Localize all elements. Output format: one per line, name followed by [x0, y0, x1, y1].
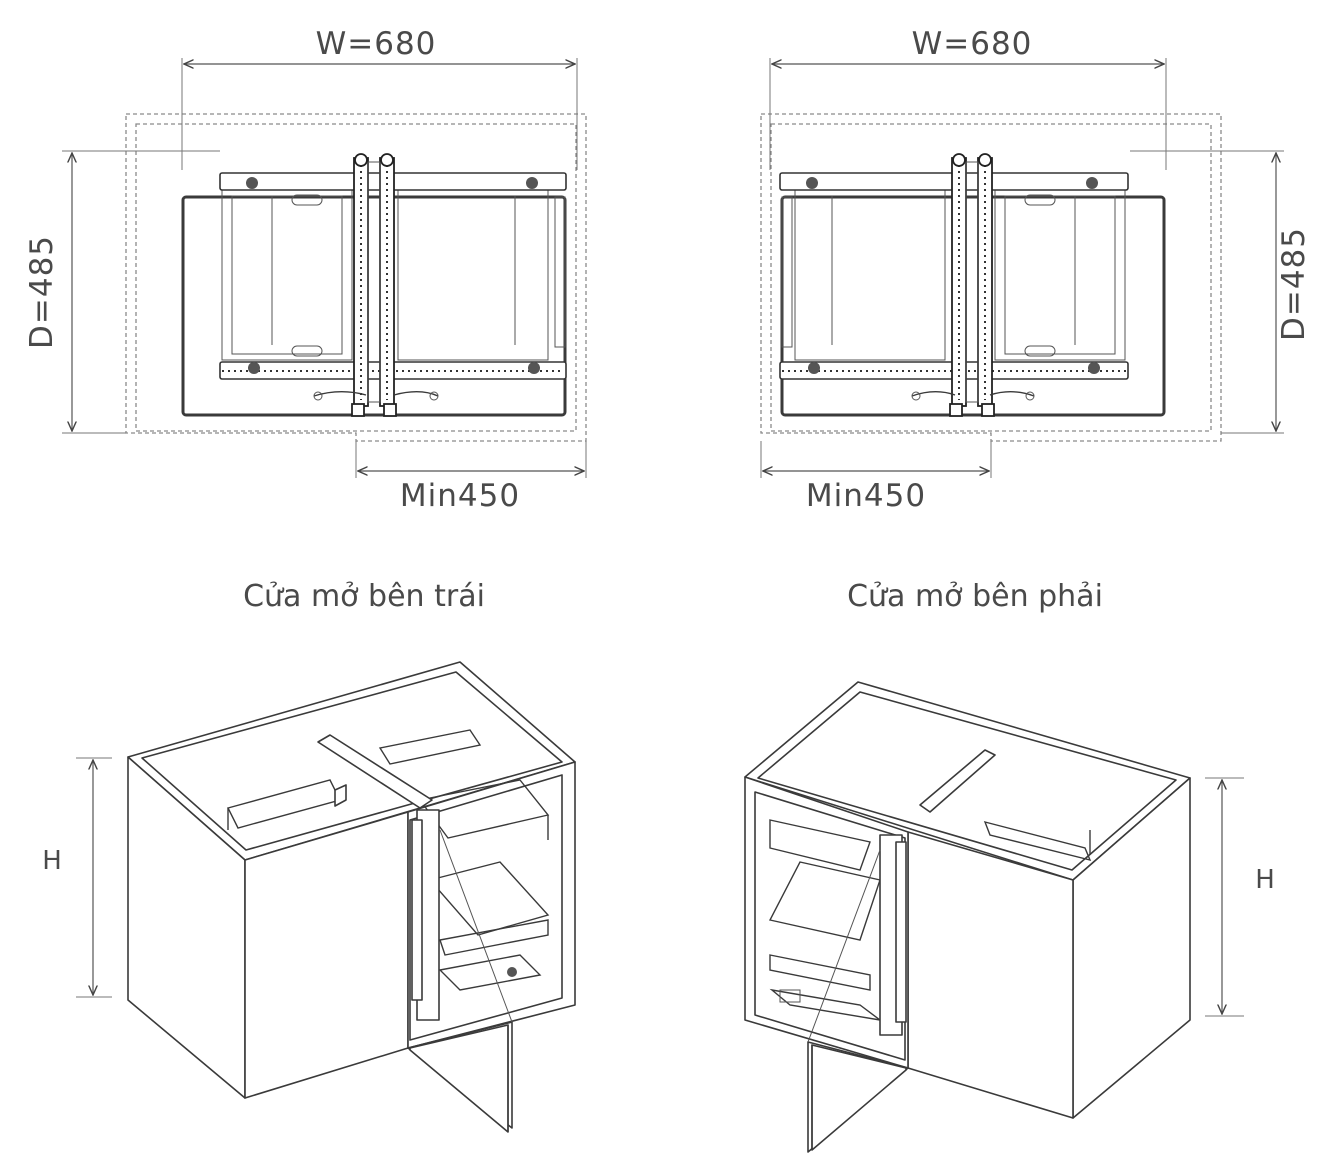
right-depth-label: D=485: [1276, 227, 1312, 341]
left-height-label: H: [42, 846, 62, 876]
right-height-label: H: [1255, 865, 1275, 895]
left-min-label: Min450: [400, 478, 520, 514]
left-3d-cabinet: [76, 661, 576, 1133]
left-caption: Cửa mở bên trái: [243, 579, 485, 614]
right-min-label: Min450: [806, 478, 926, 514]
right-width-label: W=680: [912, 26, 1033, 62]
left-top-view: [62, 58, 587, 478]
right-3d-cabinet: [744, 681, 1244, 1153]
right-caption: Cửa mở bên phải: [847, 579, 1103, 614]
left-width-label: W=680: [316, 26, 437, 62]
left-depth-label: D=485: [24, 235, 60, 349]
right-top-view: [760, 58, 1284, 478]
